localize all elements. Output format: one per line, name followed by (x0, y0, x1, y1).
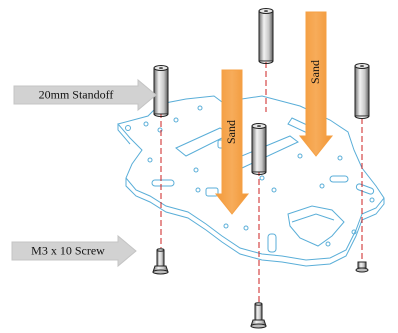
screw-callout-label: M3 x 10 Screw (31, 243, 105, 257)
screw-right (355, 261, 369, 273)
standoff-center (251, 123, 267, 175)
screw-left (152, 248, 169, 275)
frame-plate (117, 95, 385, 267)
standoff-callout: 20mm Standoff (13, 78, 157, 112)
sand-arrow-left: Sand (214, 69, 250, 215)
screw-center (250, 302, 267, 329)
sand-label-left: Sand (224, 120, 238, 144)
standoff-right (354, 63, 370, 119)
standoff-left (153, 65, 169, 117)
sand-arrow-right: Sand (298, 11, 334, 157)
standoff-top (258, 8, 274, 64)
sand-label-right: Sand (308, 60, 322, 84)
standoff-callout-label: 20mm Standoff (39, 87, 114, 101)
alignment-guides (160, 62, 363, 302)
screw-callout: M3 x 10 Screw (11, 234, 137, 268)
